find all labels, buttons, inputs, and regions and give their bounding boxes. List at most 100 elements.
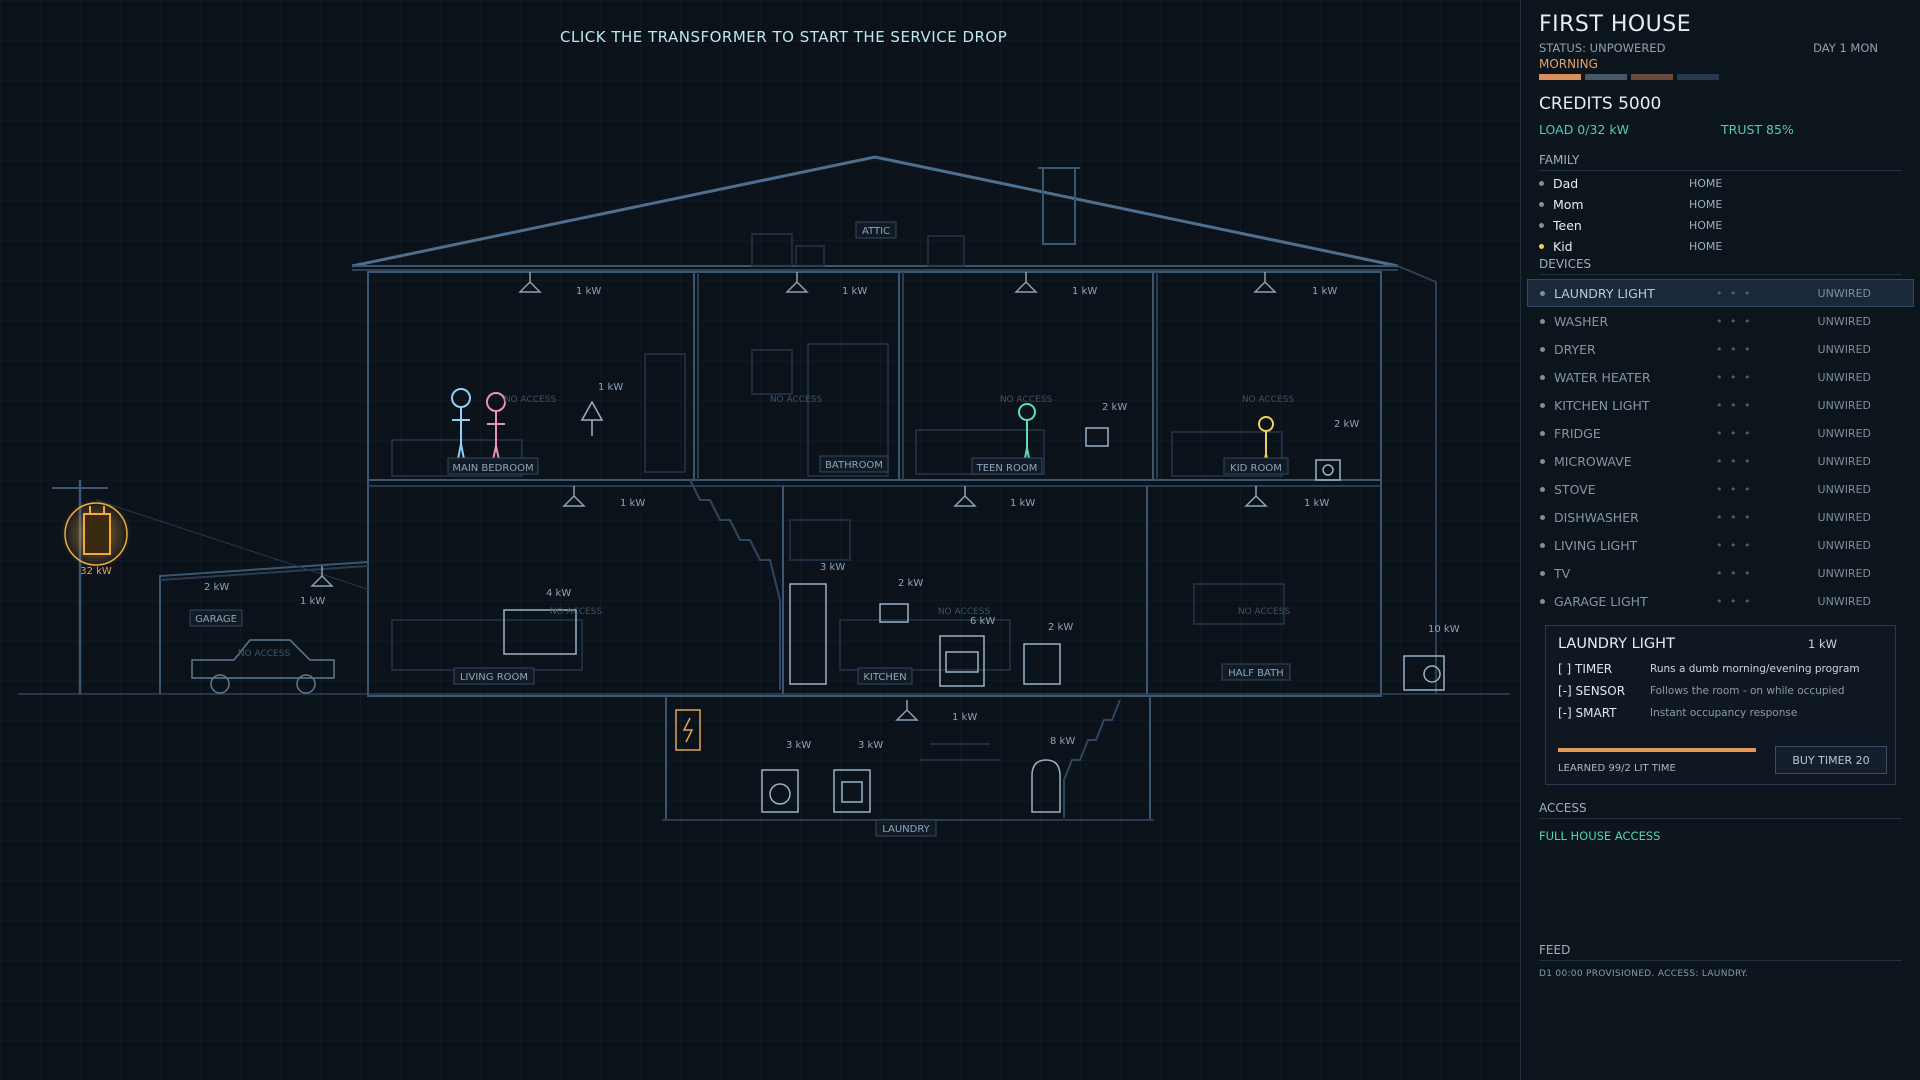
load-label: 6 kW (970, 616, 995, 627)
device-row-laundry-light[interactable]: LAUNDRY LIGHT• • •UNWIRED (1527, 279, 1914, 307)
room-label-garage[interactable]: GARAGE (195, 614, 237, 625)
status-dot (1540, 570, 1545, 576)
load-meter: LOAD 0/32 kW (1539, 122, 1629, 137)
learned-status: LEARNED 99/2 LIT TIME (1558, 763, 1676, 774)
status-dot (1540, 542, 1545, 548)
room-label-half-bath[interactable]: HALF BATH (1228, 668, 1283, 679)
room-label-kitchen[interactable]: KITCHEN (863, 672, 906, 683)
no-access-main-bedroom: NO ACCESS (504, 395, 557, 405)
house-stage: CLICK THE TRANSFORMER TO START THE SERVI… (0, 0, 1520, 1080)
status-dot (1539, 223, 1544, 228)
room-label-kid-room[interactable]: KID ROOM (1230, 463, 1282, 474)
load-label: 1 kW (1304, 498, 1329, 509)
device-row-microwave[interactable]: MICROWAVE• • •UNWIRED (1527, 447, 1914, 475)
device-row-washer[interactable]: WASHER• • •UNWIRED (1527, 307, 1914, 335)
status-dot (1540, 318, 1545, 324)
load-label: 2 kW (204, 582, 229, 593)
status-dot (1540, 402, 1545, 408)
status-dot (1540, 486, 1545, 492)
load-label: 4 kW (546, 588, 571, 599)
time-phase: MORNING (1539, 57, 1598, 71)
power-status: STATUS: UNPOWERED (1539, 41, 1666, 55)
no-access-garage: NO ACCESS (238, 649, 291, 659)
load-label: 1 kW (300, 596, 325, 607)
credits: CREDITS 5000 (1539, 94, 1662, 114)
buy-timer-button[interactable]: BUY TIMER 20 (1775, 746, 1887, 774)
day-indicator: DAY 1 MON (1813, 41, 1878, 55)
device-row-garage-light[interactable]: GARAGE LIGHT• • •UNWIRED (1527, 587, 1914, 615)
load-label: 2 kW (898, 578, 923, 589)
load-label: 1 kW (842, 286, 867, 297)
day-progress-bar (1539, 74, 1902, 80)
room-label-bathroom[interactable]: BATHROOM (825, 460, 883, 471)
load-label: 3 kW (786, 740, 811, 751)
load-label: 1 kW (1010, 498, 1035, 509)
transformer-capacity: 32 kW (80, 566, 112, 577)
status-dot (1540, 458, 1545, 464)
device-row-kitchen-light[interactable]: KITCHEN LIGHT• • •UNWIRED (1527, 391, 1914, 419)
transformer[interactable] (60, 498, 132, 570)
device-row-dryer[interactable]: DRYER• • •UNWIRED (1527, 335, 1914, 363)
status-dot (1540, 430, 1545, 436)
device-row-fridge[interactable]: FRIDGE• • •UNWIRED (1527, 419, 1914, 447)
trust-meter: TRUST 85% (1721, 122, 1794, 137)
load-label: 1 kW (598, 382, 623, 393)
day-segment (1585, 74, 1627, 80)
no-access-living-room: NO ACCESS (550, 607, 603, 617)
load-label: 10 kW (1428, 624, 1460, 635)
feed-header: FEED (1539, 943, 1902, 961)
device-row-water-heater[interactable]: WATER HEATER• • •UNWIRED (1527, 363, 1914, 391)
access-header: ACCESS (1539, 801, 1902, 819)
day-segment (1539, 74, 1581, 80)
room-label-living-room[interactable]: LIVING ROOM (460, 672, 528, 683)
room-label-teen-room[interactable]: TEEN ROOM (976, 463, 1038, 474)
load-label: 2 kW (1334, 419, 1359, 430)
house-cross-section: 32 kW NO ACCESS NO ACCESS NO ACCESS NO A… (18, 155, 1510, 837)
status-dot (1539, 244, 1544, 249)
load-label: 1 kW (952, 712, 977, 723)
feed-entry: D1 00:00 PROVISIONED. ACCESS: LAUNDRY. (1539, 969, 1749, 979)
status-dot (1540, 598, 1545, 604)
status-dot (1540, 374, 1545, 380)
no-access-teen-room: NO ACCESS (1000, 395, 1053, 405)
load-label: 2 kW (1048, 622, 1073, 633)
device-row-tv[interactable]: TV• • •UNWIRED (1527, 559, 1914, 587)
load-label: 1 kW (576, 286, 601, 297)
room-label-laundry[interactable]: LAUNDRY (882, 824, 930, 835)
status-dot (1540, 514, 1545, 520)
house-title: FIRST HOUSE (1539, 12, 1692, 37)
no-access-kitchen: NO ACCESS (938, 607, 991, 617)
side-panel: FIRST HOUSE STATUS: UNPOWERED DAY 1 MON … (1520, 0, 1920, 1080)
load-label: 3 kW (820, 562, 845, 573)
load-label: 8 kW (1050, 736, 1075, 747)
devices-header: DEVICES (1539, 257, 1902, 275)
device-row-dishwasher[interactable]: DISHWASHER• • •UNWIRED (1527, 503, 1914, 531)
device-row-stove[interactable]: STOVE• • •UNWIRED (1527, 475, 1914, 503)
status-dot (1540, 346, 1545, 352)
access-value: FULL HOUSE ACCESS (1539, 829, 1661, 843)
family-header: FAMILY (1539, 153, 1902, 171)
room-label-attic[interactable]: ATTIC (862, 226, 890, 237)
load-label: 1 kW (620, 498, 645, 509)
load-label: 3 kW (858, 740, 883, 751)
instruction-banner: CLICK THE TRANSFORMER TO START THE SERVI… (560, 28, 1008, 46)
room-label-main-bedroom[interactable]: MAIN BEDROOM (452, 463, 533, 474)
device-row-living-light[interactable]: LIVING LIGHT• • •UNWIRED (1527, 531, 1914, 559)
status-dot (1539, 181, 1544, 186)
detail-device-name: LAUNDRY LIGHT (1558, 636, 1675, 652)
no-access-bathroom: NO ACCESS (770, 395, 823, 405)
load-label: 1 kW (1312, 286, 1337, 297)
day-segment (1631, 74, 1673, 80)
status-dot (1539, 202, 1544, 207)
load-label: 1 kW (1072, 286, 1097, 297)
detail-device-load: 1 kW (1807, 637, 1837, 651)
